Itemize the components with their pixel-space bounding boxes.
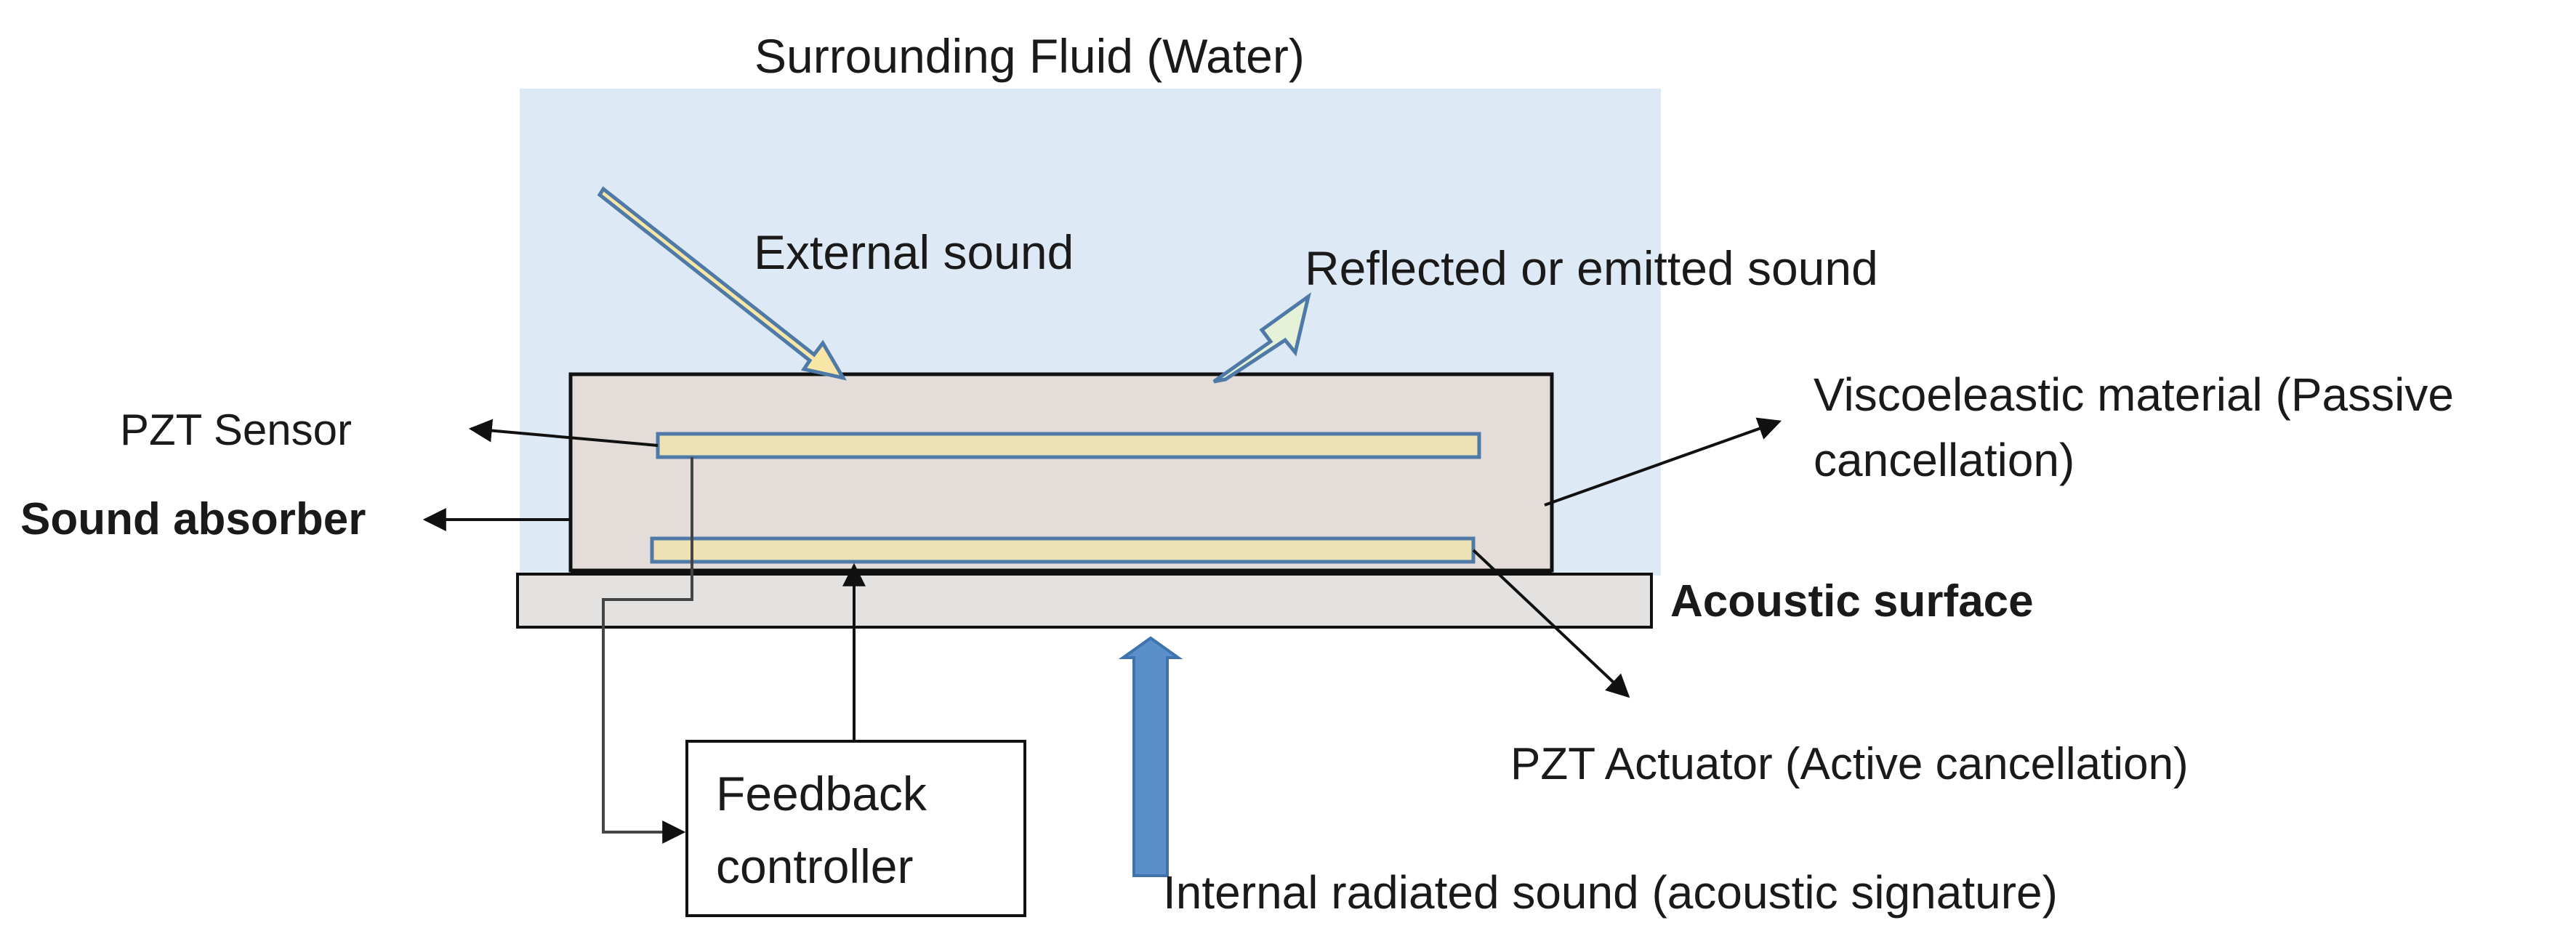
feedback-controller-label-line2: controller <box>716 839 913 893</box>
acoustic-surface-plate <box>516 573 1653 629</box>
viscoelastic-label-line2: cancellation) <box>1814 434 2074 486</box>
fluid-label: Surrounding Fluid (Water) <box>754 29 1305 83</box>
external-sound-label: External sound <box>754 225 1074 279</box>
pzt-sensor-pointer <box>468 419 659 447</box>
internal-sound-label: Internal radiated sound (acoustic signat… <box>1163 866 2058 919</box>
pzt-actuator-layer <box>650 536 1476 564</box>
reflected-sound-arrow <box>1212 292 1311 384</box>
feedback-controller-box <box>685 740 1026 917</box>
acoustic-surface-label: Acoustic surface <box>1670 576 2034 626</box>
sound-absorber-label: Sound absorber <box>20 494 366 544</box>
feedback-controller-label-line1: Feedback <box>716 767 927 820</box>
pzt-sensor-layer <box>656 432 1481 459</box>
pzt-actuator-pointer <box>1472 549 1630 698</box>
sensor-to-controller-line <box>602 457 693 844</box>
pzt-sensor-label: PZT Sensor <box>120 406 352 454</box>
pzt-actuator-label: PZT Actuator (Active cancellation) <box>1510 739 2189 789</box>
reflected-sound-label: Reflected or emitted sound <box>1305 241 1878 295</box>
internal-sound-arrow <box>1118 636 1183 877</box>
external-sound-arrow <box>597 186 848 381</box>
viscoelastic-label-line1: Viscoeleastic material (Passive <box>1814 368 2454 421</box>
viscoelastic-pointer <box>1544 417 1782 507</box>
